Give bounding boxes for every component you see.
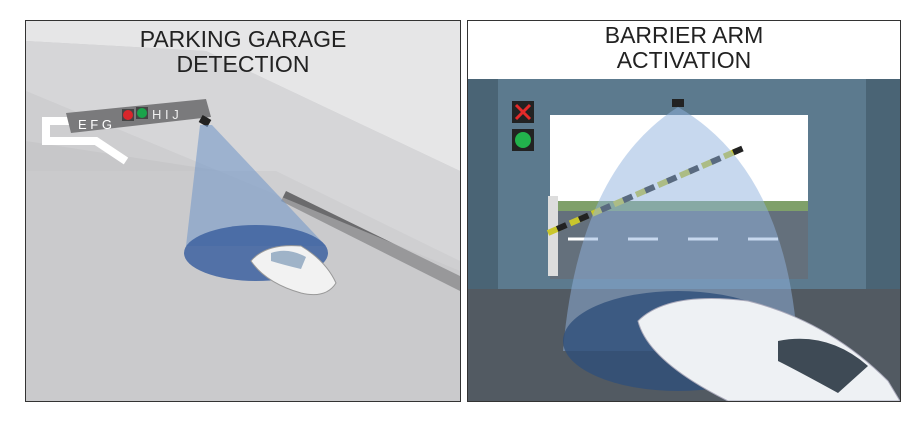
car-icon	[250, 245, 337, 296]
sensor-icon	[672, 99, 684, 107]
vacant-indicator	[137, 108, 147, 118]
garage-illustration: E F G H I J	[26, 21, 460, 401]
sign-text-right: H I J	[152, 107, 179, 122]
title-line-2: DETECTION	[176, 51, 310, 77]
title-line-1: BARRIER ARM	[604, 22, 764, 48]
sensor-beam	[186, 125, 326, 246]
parking-garage-detection-panel: E F G H I J PARKING GARAGE DETECTION	[25, 20, 461, 402]
sign-text-left: E F G	[78, 117, 112, 132]
arrow-marking	[42, 117, 129, 165]
panel-title: BARRIER ARM ACTIVATION	[468, 23, 900, 73]
sensor-beam	[563, 107, 798, 351]
title-line-1: PARKING GARAGE	[139, 26, 347, 52]
title-line-2: ACTIVATION	[616, 47, 752, 73]
panel-title: PARKING GARAGE DETECTION	[26, 27, 460, 77]
barrier-arm-activation-panel: BARRIER ARM ACTIVATION	[467, 20, 901, 402]
car-icon	[637, 298, 900, 401]
barrier-illustration	[468, 21, 900, 401]
sensor-icon	[198, 115, 212, 127]
occupied-indicator	[123, 110, 133, 120]
